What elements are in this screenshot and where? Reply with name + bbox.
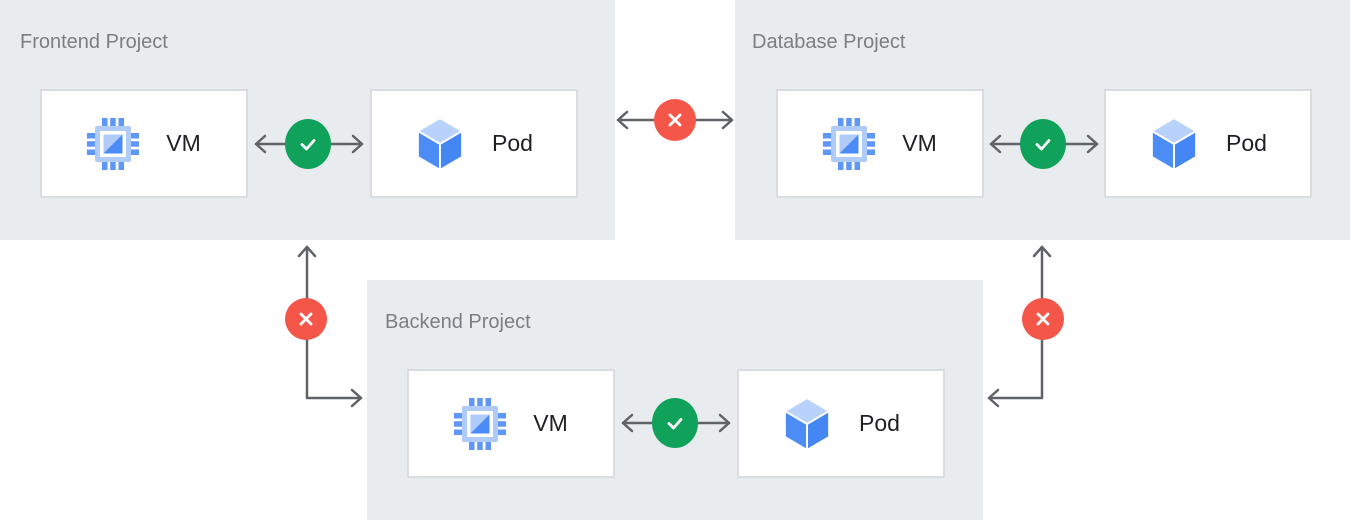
project-title-backend: Backend Project xyxy=(385,311,531,333)
status-badge-blocked-database-backend xyxy=(1022,298,1064,340)
pod-node-label: Pod xyxy=(1226,130,1267,156)
pod-cube-icon xyxy=(1150,116,1198,171)
vm-node-frontend: VM xyxy=(40,89,248,198)
pod-cube-icon xyxy=(416,116,464,171)
compute-engine-vm-icon xyxy=(454,397,507,450)
vm-node-label: VM xyxy=(166,130,201,156)
status-badge-allowed-frontend xyxy=(285,119,331,169)
vm-node-backend: VM xyxy=(407,369,615,478)
vm-node-database: VM xyxy=(776,89,984,198)
project-panel-frontend: Frontend Project VM xyxy=(0,0,615,240)
pod-node-backend: Pod xyxy=(737,369,945,478)
x-icon xyxy=(299,312,313,326)
project-title-frontend: Frontend Project xyxy=(20,31,168,53)
pod-node-frontend: Pod xyxy=(370,89,578,198)
status-badge-allowed-backend xyxy=(652,398,698,448)
status-badge-blocked-frontend-backend xyxy=(285,298,327,340)
check-icon xyxy=(300,139,316,151)
pod-node-database: Pod xyxy=(1104,89,1312,198)
project-panel-backend: Backend Project VM xyxy=(367,280,983,520)
x-icon xyxy=(668,113,682,127)
pod-node-label: Pod xyxy=(492,130,533,156)
status-badge-allowed-database xyxy=(1020,119,1066,169)
x-icon xyxy=(1036,312,1050,326)
pod-cube-icon xyxy=(783,396,831,451)
compute-engine-vm-icon xyxy=(87,117,140,170)
status-badge-blocked-frontend-database xyxy=(654,99,696,141)
project-panel-database: Database Project VM xyxy=(735,0,1350,240)
check-icon xyxy=(667,418,683,430)
compute-engine-vm-icon xyxy=(823,117,876,170)
check-icon xyxy=(1035,139,1051,151)
vm-node-label: VM xyxy=(533,410,568,436)
vm-node-label: VM xyxy=(902,130,937,156)
pod-node-label: Pod xyxy=(859,410,900,436)
project-title-database: Database Project xyxy=(752,31,906,53)
